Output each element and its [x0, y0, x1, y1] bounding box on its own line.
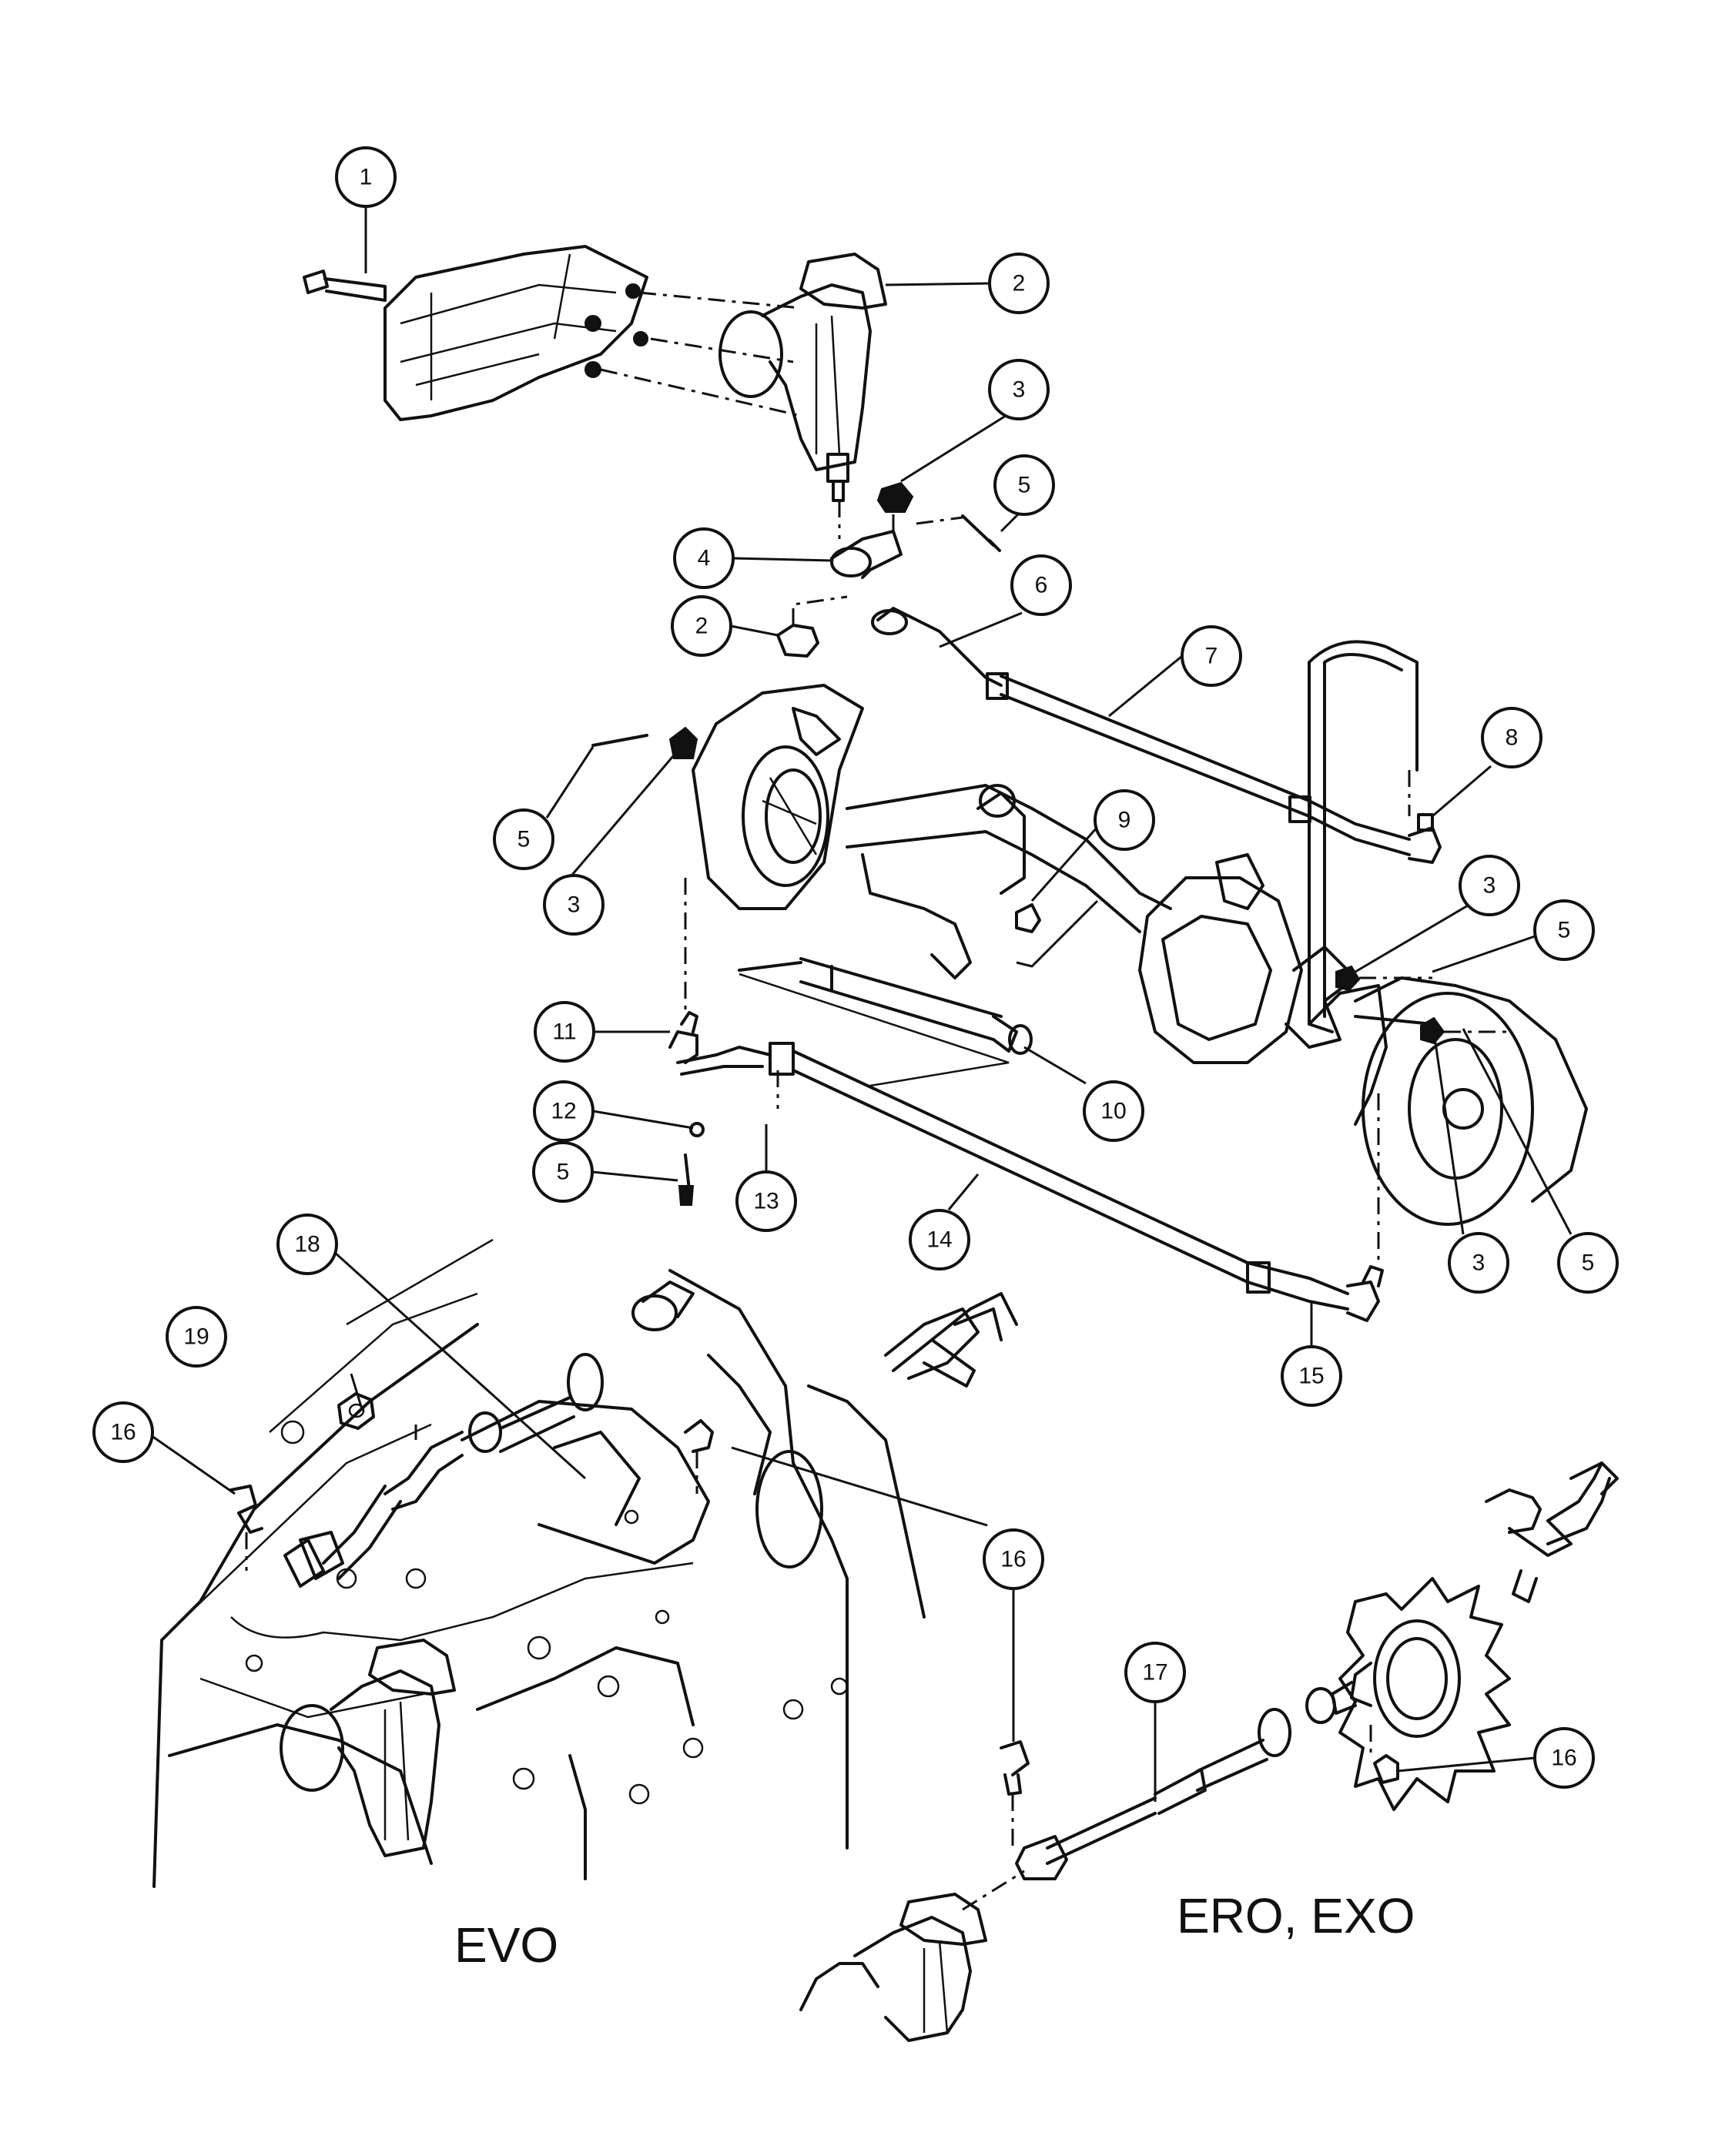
- ero-exo-bolts: [1000, 1725, 1399, 1848]
- svg-text:5: 5: [1558, 918, 1571, 943]
- ero-exo-firewall-plate: [1338, 1577, 1511, 1811]
- callout-4: 4: [673, 527, 735, 589]
- ero-exo-steering-gear: [799, 1870, 1025, 2042]
- callout-1: 1: [335, 146, 397, 208]
- svg-text:2: 2: [1013, 271, 1026, 296]
- svg-text:15: 15: [1298, 1364, 1324, 1389]
- callout-2: 2: [988, 253, 1050, 314]
- svg-text:17: 17: [1142, 1660, 1167, 1686]
- callout-14: 14: [909, 1209, 970, 1270]
- svg-text:18: 18: [294, 1232, 320, 1257]
- callout-6: 6: [1010, 554, 1072, 616]
- steering-gear: [718, 253, 887, 502]
- callout-3: 3: [988, 359, 1050, 420]
- callout-19: 19: [166, 1306, 227, 1368]
- tie-rod: [668, 1011, 1384, 1322]
- gear-mount-dashlines: [600, 291, 841, 539]
- pitman-nut: [776, 595, 848, 658]
- upper-nut-and-pin: [876, 481, 1001, 552]
- tie-rod-dashlines: [684, 770, 1411, 1263]
- differential: [1138, 853, 1303, 1064]
- drag-link: [871, 607, 1442, 864]
- callout-5: 5: [1533, 899, 1595, 961]
- svg-text:13: 13: [753, 1189, 779, 1214]
- callout-5: 5: [993, 454, 1055, 516]
- callout-16: 16: [983, 1528, 1044, 1590]
- callout-18: 18: [276, 1214, 338, 1275]
- svg-text:16: 16: [1551, 1746, 1576, 1771]
- svg-text:5: 5: [1018, 473, 1031, 498]
- left-knuckle-and-rotor: [591, 684, 864, 910]
- callout-12: 12: [533, 1080, 595, 1142]
- callout-16: 16: [1533, 1727, 1595, 1789]
- callout-8: 8: [1481, 707, 1542, 768]
- svg-text:2: 2: [695, 614, 708, 639]
- svg-text:5: 5: [557, 1160, 570, 1185]
- leader-lines: [146, 206, 1573, 1802]
- svg-text:9: 9: [1118, 808, 1131, 833]
- svg-text:11: 11: [552, 1019, 576, 1045]
- svg-text:1: 1: [360, 165, 373, 190]
- svg-text:5: 5: [518, 827, 531, 852]
- tie-rod-clamp-bolt: [678, 1122, 705, 1206]
- ero-exo-intermediate-shaft: [1015, 1662, 1372, 1880]
- frame-bolt: [303, 270, 387, 302]
- svg-text:10: 10: [1100, 1099, 1126, 1124]
- callout-5: 5: [532, 1141, 594, 1203]
- svg-text:5: 5: [1582, 1250, 1595, 1276]
- callout-3: 3: [1459, 855, 1520, 916]
- callout-3: 3: [1448, 1232, 1509, 1294]
- svg-text:3: 3: [1013, 377, 1026, 403]
- frame-rail: [384, 245, 648, 421]
- callout-11: 11: [534, 1001, 595, 1063]
- callout-16: 16: [92, 1401, 154, 1463]
- variant-label-evo: EVO: [454, 1917, 558, 1973]
- evo-intermediate-shaft: [283, 1281, 695, 1588]
- svg-text:16: 16: [1000, 1547, 1026, 1572]
- svg-text:3: 3: [1472, 1250, 1486, 1276]
- svg-text:14: 14: [926, 1227, 952, 1253]
- evo-steering-gear: [280, 1639, 456, 1857]
- svg-text:3: 3: [1483, 873, 1496, 899]
- callout-9: 9: [1094, 789, 1155, 851]
- axle-tube: [846, 784, 1172, 979]
- svg-text:4: 4: [698, 546, 711, 571]
- evo-steering-column: [884, 1292, 1018, 1388]
- callout-13: 13: [735, 1170, 797, 1232]
- callout-3: 3: [543, 874, 605, 936]
- callout-2: 2: [671, 595, 732, 657]
- svg-text:6: 6: [1035, 573, 1048, 598]
- callout-17: 17: [1124, 1642, 1186, 1703]
- svg-text:16: 16: [110, 1420, 136, 1445]
- callout-15: 15: [1281, 1345, 1342, 1407]
- svg-text:3: 3: [568, 892, 581, 918]
- svg-text:8: 8: [1506, 725, 1519, 751]
- evo-engine-bay: [152, 1238, 926, 1888]
- callout-5: 5: [1557, 1232, 1619, 1294]
- ero-exo-steering-column: [1485, 1461, 1619, 1603]
- evo-nut-and-bolt: [229, 1392, 714, 1571]
- callout-5: 5: [493, 808, 554, 870]
- svg-text:12: 12: [551, 1099, 576, 1124]
- variant-label-ero-exo: ERO, EXO: [1177, 1888, 1415, 1943]
- callout-7: 7: [1181, 625, 1242, 687]
- svg-text:7: 7: [1205, 644, 1218, 669]
- svg-text:19: 19: [183, 1324, 209, 1350]
- steering-damper: [738, 903, 1041, 1087]
- frame-mounting-holes: [584, 283, 648, 378]
- pitman-arm: [830, 530, 903, 579]
- callout-10: 10: [1083, 1080, 1144, 1142]
